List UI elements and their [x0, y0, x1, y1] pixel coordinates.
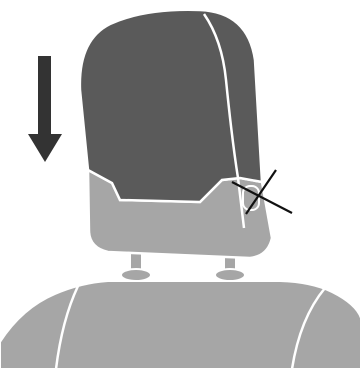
- arrow-head: [28, 134, 62, 162]
- cross-marker-icon: [231, 169, 293, 215]
- release-button: [242, 185, 260, 211]
- headrest-side-seam: [202, 13, 246, 229]
- arrow-shaft: [38, 56, 51, 136]
- seat-back: [0, 280, 361, 369]
- post-right-collar: [214, 268, 246, 282]
- headrest-posts: [120, 247, 246, 282]
- seat-seam-right: [290, 287, 326, 369]
- seat-seam-left: [54, 285, 80, 369]
- post-left-collar: [120, 268, 152, 282]
- down-arrow-icon: [28, 56, 62, 162]
- cross-line-a: [231, 181, 293, 214]
- cross-line-b: [245, 169, 277, 215]
- headrest-upper: [78, 8, 264, 204]
